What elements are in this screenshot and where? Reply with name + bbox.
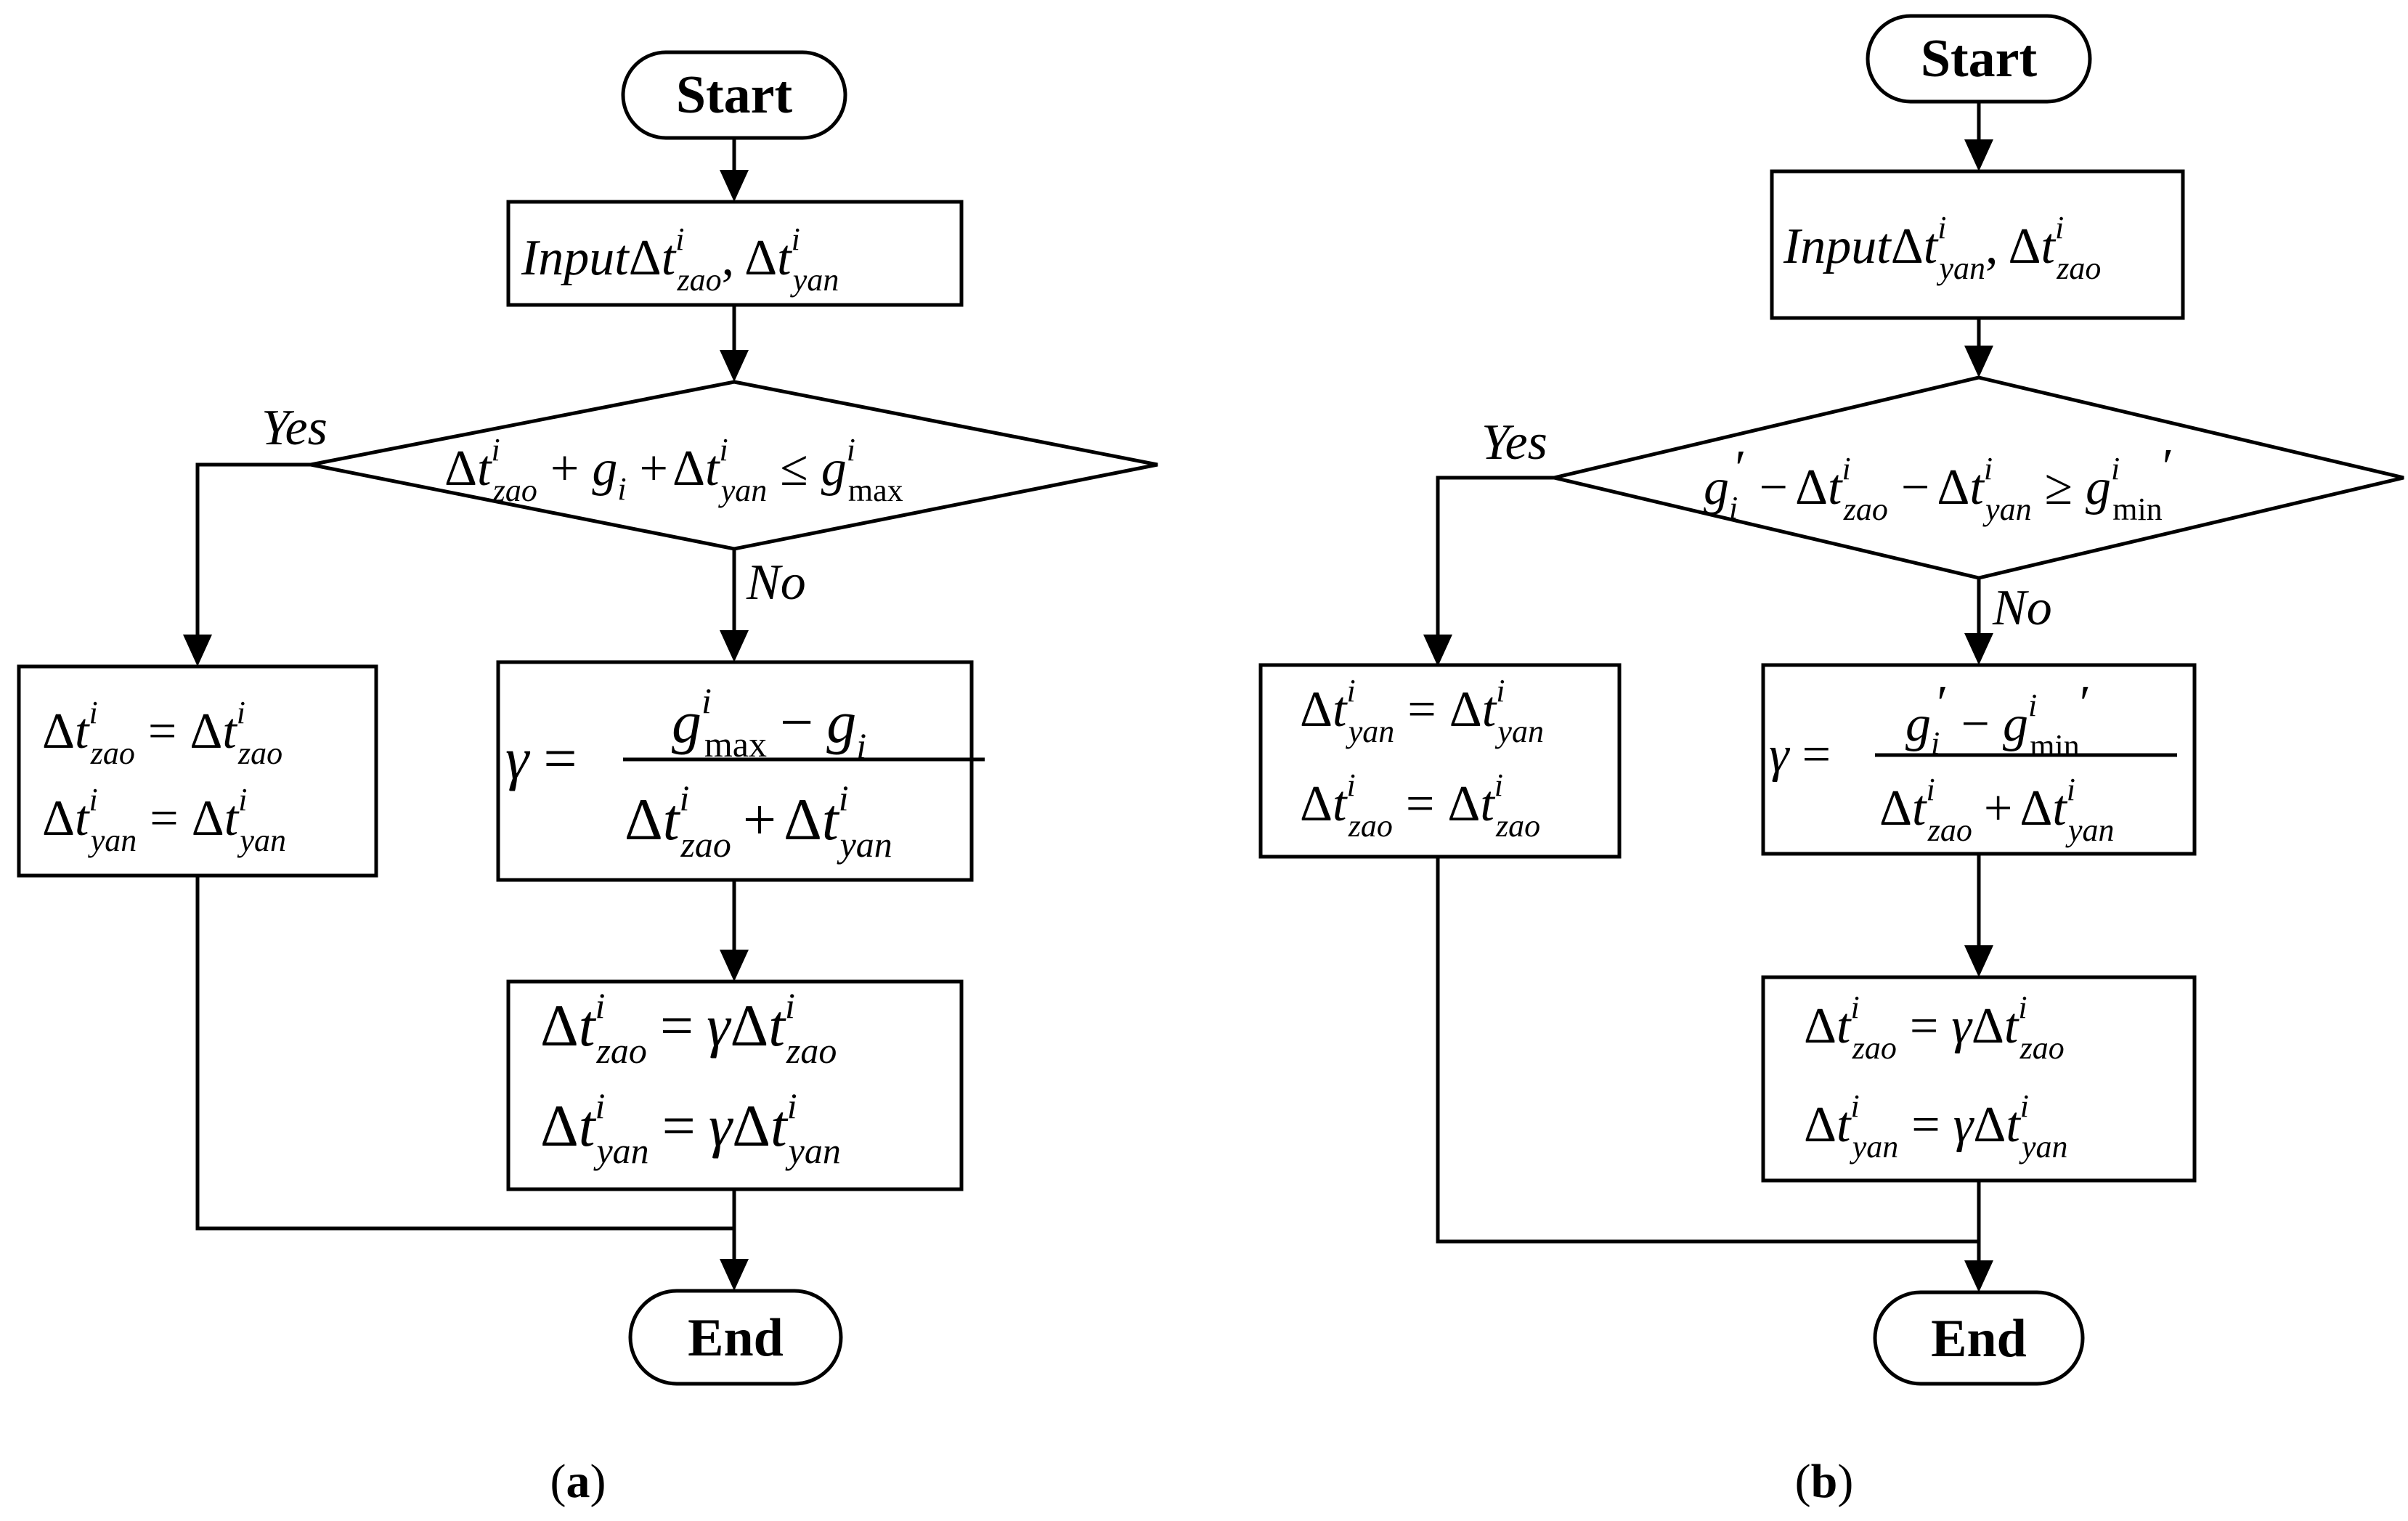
yes-assign-box-b	[1258, 663, 1622, 859]
start-label-b: Start	[1921, 29, 2038, 89]
end-terminal-b	[1873, 1290, 2085, 1386]
gamma-lhs-b: γ=	[1769, 727, 1831, 783]
caption-b: (b)	[1795, 1455, 1854, 1508]
input-box-a	[506, 200, 964, 307]
update-box-b	[1761, 975, 2197, 1183]
gamma-lhs-a: γ=	[505, 725, 577, 791]
end-terminal-a	[628, 1289, 843, 1386]
yes-assign-box-a	[17, 664, 378, 878]
caption-a: (a)	[550, 1455, 606, 1508]
decision-diamond-a	[310, 380, 1158, 551]
gamma-box-b	[1761, 663, 2197, 856]
end-label-b: End	[1931, 1309, 2027, 1369]
yes-label-a: Yes	[261, 400, 328, 456]
no-label-b: No	[1992, 580, 2052, 636]
start-label-a: Start	[676, 65, 793, 125]
end-label-a: End	[688, 1308, 784, 1368]
gamma-box-a	[496, 660, 974, 882]
no-label-a: No	[746, 555, 806, 611]
input-box-b	[1770, 169, 2185, 320]
yes-label-b: Yes	[1481, 415, 1547, 470]
